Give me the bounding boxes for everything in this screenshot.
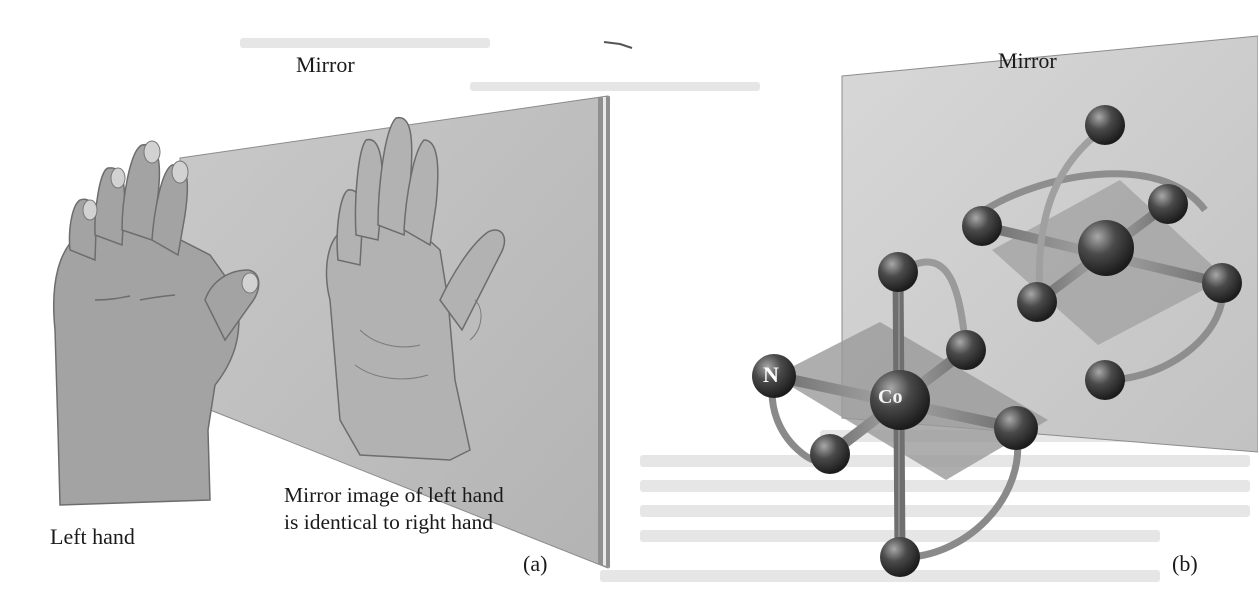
cobalt-atom-label: Co — [878, 386, 902, 409]
mirror-caption-line-1: Mirror image of left hand — [284, 483, 504, 508]
mirror-caption-line-2: is identical to right hand — [284, 510, 493, 535]
panel-b-label: (b) — [1172, 551, 1198, 577]
nitrogen-atom-label: N — [763, 362, 779, 388]
mirror-label-a: Mirror — [296, 52, 355, 78]
panel-a-label: (a) — [523, 551, 547, 577]
scan-mark — [604, 42, 632, 48]
left-hand-label: Left hand — [50, 524, 135, 550]
mirror-label-b: Mirror — [998, 48, 1057, 74]
